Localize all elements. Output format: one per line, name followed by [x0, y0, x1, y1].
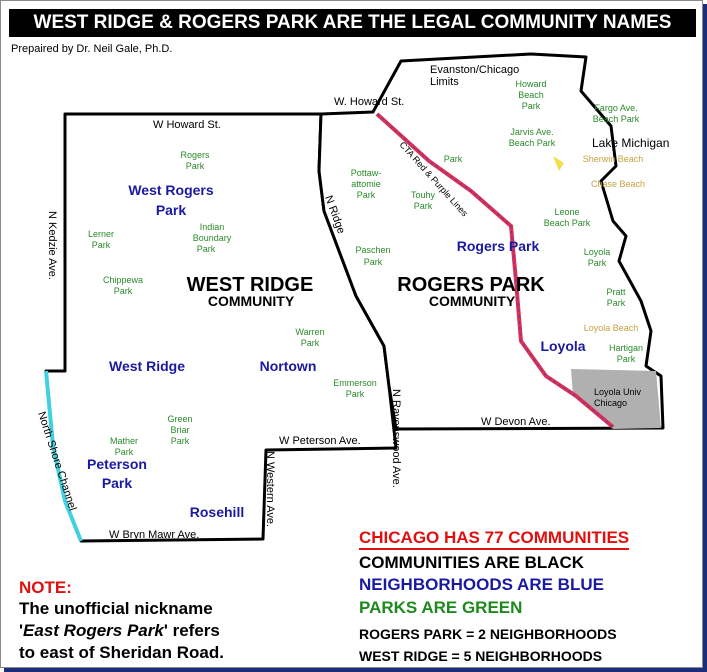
bryn-mawr-avenue: W Bryn Mawr Ave.: [109, 529, 199, 541]
park-warren-1: Warren: [295, 327, 324, 337]
credit-line: Prepaired by Dr. Neil Gale, Ph.D.: [11, 43, 173, 55]
park-emmerson-1: Emmerson: [333, 378, 377, 388]
ravenswood-avenue: N Ravenswood Ave.: [390, 389, 402, 488]
park-hartigan-1: Hartigan: [609, 343, 643, 353]
park-unnamed: Park: [444, 154, 463, 164]
north-shore-channel: [44, 370, 83, 542]
park-lerner-1: Lerner: [88, 229, 114, 239]
cta-line-purple: [376, 113, 614, 428]
park-rogers-1: Rogers: [180, 150, 210, 160]
legend-chicago-communities: CHICAGO HAS 77 COMMUNITIES: [359, 528, 630, 550]
park-loyola-2: Park: [588, 258, 607, 268]
kedzie-avenue: N Kedzie Ave.: [46, 211, 58, 280]
park-fargo-2: Beach Park: [593, 114, 640, 124]
note-title: NOTE:: [19, 578, 72, 597]
evanston-limits-1: Evanston/Chicago: [430, 64, 519, 76]
legend: CHICAGO HAS 77 COMMUNITIES COMMUNITIES A…: [359, 528, 630, 667]
nbhd-rosehill: Rosehill: [190, 504, 244, 520]
nbhd-nortown: Nortown: [260, 358, 317, 374]
note-body: The unofficial nickname 'East Rogers Par…: [19, 598, 289, 664]
park-pottawattomie-1: Pottaw-: [351, 168, 382, 178]
legend-neighborhoods-blue: NEIGHBORHOODS ARE BLUE: [359, 575, 604, 594]
park-rogers-2: Park: [186, 161, 205, 171]
west-ridge-community-sub: COMMUNITY: [208, 293, 295, 309]
nbhd-west-ridge: West Ridge: [109, 358, 185, 374]
park-howard-beach-1: Howard: [515, 79, 546, 89]
howard-street-west: W Howard St.: [153, 119, 221, 131]
note-line-3: to east of Sheridan Road.: [19, 643, 224, 662]
loyola-university-2: Chicago: [594, 398, 627, 408]
rogers-park-community-sub: COMMUNITY: [429, 293, 516, 309]
park-touhy-2: Park: [414, 201, 433, 211]
park-green-briar-3: Park: [171, 436, 190, 446]
note-quote-open: ': [19, 621, 24, 640]
rogers-park-boundary: [317, 52, 665, 431]
park-mather-2: Park: [115, 447, 134, 457]
park-pratt-1: Pratt: [606, 287, 626, 297]
legend-west-ridge-count: WEST RIDGE = 5 NEIGHBORHOODS: [359, 648, 603, 664]
park-lerner-2: Park: [92, 240, 111, 250]
park-paschen-2: Park: [364, 257, 383, 267]
note-line-1: The unofficial nickname: [19, 599, 213, 618]
park-mather-1: Mather: [110, 436, 138, 446]
note-emphasis: East Rogers Park: [23, 621, 164, 640]
park-indian-3: Park: [197, 244, 216, 254]
beach-chase: Chase Beach: [591, 179, 645, 189]
park-howard-beach-2: Beach: [518, 90, 544, 100]
park-loyola-1: Loyola: [584, 247, 611, 257]
park-touhy-1: Touhy: [411, 190, 436, 200]
beach-loyola: Loyola Beach: [584, 323, 639, 333]
note-box: NOTE: The unofficial nickname 'East Roge…: [19, 577, 289, 664]
park-chippewa-1: Chippewa: [103, 275, 143, 285]
nbhd-loyola: Loyola: [540, 338, 585, 354]
park-pratt-2: Park: [607, 298, 626, 308]
park-pottawattomie-3: Park: [357, 190, 376, 200]
park-jarvis-2: Beach Park: [509, 138, 556, 148]
nbhd-west-rogers-park-2: Park: [156, 202, 187, 218]
note-line-2-rest: ' refers: [163, 621, 220, 640]
nbhd-west-rogers-park-1: West Rogers: [128, 182, 214, 198]
park-emmerson-2: Park: [346, 389, 365, 399]
evanston-limits-2: Limits: [430, 76, 459, 88]
park-paschen-1: Paschen: [355, 245, 390, 255]
legend-rogers-park-count: ROGERS PARK = 2 NEIGHBORHOODS: [359, 626, 617, 642]
park-green-briar-2: Briar: [170, 425, 189, 435]
legend-communities-black: COMMUNITIES ARE BLACK: [359, 553, 585, 572]
nbhd-rogers-park: Rogers Park: [457, 238, 540, 254]
park-indian-1: Indian: [200, 222, 225, 232]
west-ridge-community: WEST RIDGE: [187, 274, 314, 296]
loyola-university-1: Loyola Univ: [594, 387, 642, 397]
rogers-park-community: ROGERS PARK: [397, 274, 545, 296]
park-howard-beach-3: Park: [522, 101, 541, 111]
park-warren-2: Park: [301, 338, 320, 348]
note-line-2: 'East Rogers Park' refers: [19, 620, 289, 642]
howard-street-east: W. Howard St.: [334, 96, 404, 108]
park-chippewa-2: Park: [114, 286, 133, 296]
page-title: WEST RIDGE & ROGERS PARK ARE THE LEGAL C…: [9, 9, 696, 37]
park-leone-2: Beach Park: [544, 218, 591, 228]
park-hartigan-2: Park: [617, 354, 636, 364]
park-leone-1: Leone: [554, 207, 579, 217]
western-avenue: N Western Ave.: [264, 451, 276, 527]
park-indian-2: Boundary: [193, 233, 232, 243]
devon-avenue: W Devon Ave.: [481, 416, 551, 428]
park-jarvis-1: Jarvis Ave.: [510, 127, 553, 137]
park-green-briar-1: Green: [167, 414, 192, 424]
park-fargo-1: Fargo Ave.: [594, 103, 637, 113]
beach-mark: [553, 156, 564, 171]
park-pottawattomie-2: attomie: [351, 179, 381, 189]
peterson-avenue: W Peterson Ave.: [279, 435, 361, 447]
loyola-university-area: [571, 369, 661, 429]
beach-sherwin: Sherwin Beach: [583, 154, 644, 164]
nbhd-peterson-park-1: Peterson: [87, 456, 147, 472]
nbhd-peterson-park-2: Park: [102, 475, 133, 491]
lake-michigan: Lake Michigan: [592, 136, 669, 150]
legend-parks-green: PARKS ARE GREEN: [359, 598, 523, 617]
